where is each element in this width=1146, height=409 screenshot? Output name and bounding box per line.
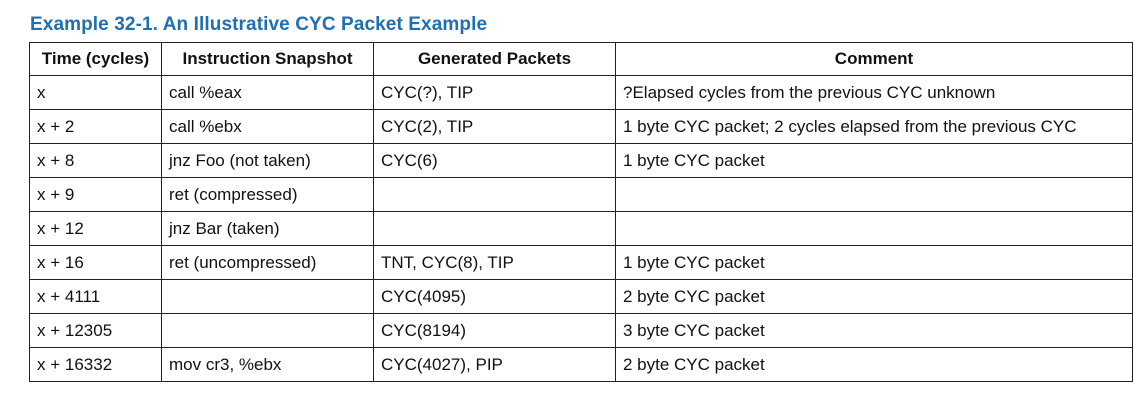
table-row: x + 9 ret (compressed): [29, 177, 1133, 212]
cell-time: x + 4111: [29, 279, 162, 314]
cyc-packet-table: Time (cycles) Instruction Snapshot Gener…: [29, 42, 1133, 382]
cell-comment: ?Elapsed cycles from the previous CYC un…: [615, 75, 1133, 110]
cell-time: x: [29, 75, 162, 110]
cell-packets: CYC(8194): [373, 313, 616, 348]
cell-instruction: ret (uncompressed): [161, 245, 374, 280]
cell-comment: [615, 177, 1133, 212]
table-row: x + 16 ret (uncompressed) TNT, CYC(8), T…: [29, 245, 1133, 280]
cell-comment: 2 byte CYC packet: [615, 279, 1133, 314]
table-row: x + 12305 CYC(8194) 3 byte CYC packet: [29, 313, 1133, 348]
cell-packets: CYC(?), TIP: [373, 75, 616, 110]
table-row: x + 16332 mov cr3, %ebx CYC(4027), PIP 2…: [29, 347, 1133, 382]
table-header-row: Time (cycles) Instruction Snapshot Gener…: [29, 42, 1133, 76]
cell-time: x + 16: [29, 245, 162, 280]
table-row: x + 2 call %ebx CYC(2), TIP 1 byte CYC p…: [29, 109, 1133, 144]
cell-instruction: [161, 279, 374, 314]
cell-packets: CYC(4027), PIP: [373, 347, 616, 382]
cell-time: x + 12305: [29, 313, 162, 348]
table-row: x + 4111 CYC(4095) 2 byte CYC packet: [29, 279, 1133, 314]
cell-comment: 3 byte CYC packet: [615, 313, 1133, 348]
cell-comment: 2 byte CYC packet: [615, 347, 1133, 382]
cell-comment: 1 byte CYC packet: [615, 245, 1133, 280]
cell-time: x + 16332: [29, 347, 162, 382]
header-instruction-snapshot: Instruction Snapshot: [161, 42, 374, 76]
header-time-cycles: Time (cycles): [29, 42, 162, 76]
cell-packets: [373, 211, 616, 246]
cell-instruction: ret (compressed): [161, 177, 374, 212]
cell-time: x + 9: [29, 177, 162, 212]
table-row: x call %eax CYC(?), TIP ?Elapsed cycles …: [29, 75, 1133, 110]
cell-packets: CYC(6): [373, 143, 616, 178]
cell-time: x + 2: [29, 109, 162, 144]
cell-instruction: call %eax: [161, 75, 374, 110]
example-caption: Example 32-1. An Illustrative CYC Packet…: [30, 14, 488, 35]
cell-packets: CYC(4095): [373, 279, 616, 314]
cell-time: x + 8: [29, 143, 162, 178]
cell-packets: TNT, CYC(8), TIP: [373, 245, 616, 280]
table-row: x + 12 jnz Bar (taken): [29, 211, 1133, 246]
cell-instruction: [161, 313, 374, 348]
cell-packets: CYC(2), TIP: [373, 109, 616, 144]
table-row: x + 8 jnz Foo (not taken) CYC(6) 1 byte …: [29, 143, 1133, 178]
cell-instruction: jnz Foo (not taken): [161, 143, 374, 178]
cell-time: x + 12: [29, 211, 162, 246]
cell-instruction: call %ebx: [161, 109, 374, 144]
cell-comment: 1 byte CYC packet; 2 cycles elapsed from…: [615, 109, 1133, 144]
cell-comment: [615, 211, 1133, 246]
cell-instruction: jnz Bar (taken): [161, 211, 374, 246]
cell-packets: [373, 177, 616, 212]
header-generated-packets: Generated Packets: [373, 42, 616, 76]
cell-comment: 1 byte CYC packet: [615, 143, 1133, 178]
header-comment: Comment: [615, 42, 1133, 76]
cell-instruction: mov cr3, %ebx: [161, 347, 374, 382]
